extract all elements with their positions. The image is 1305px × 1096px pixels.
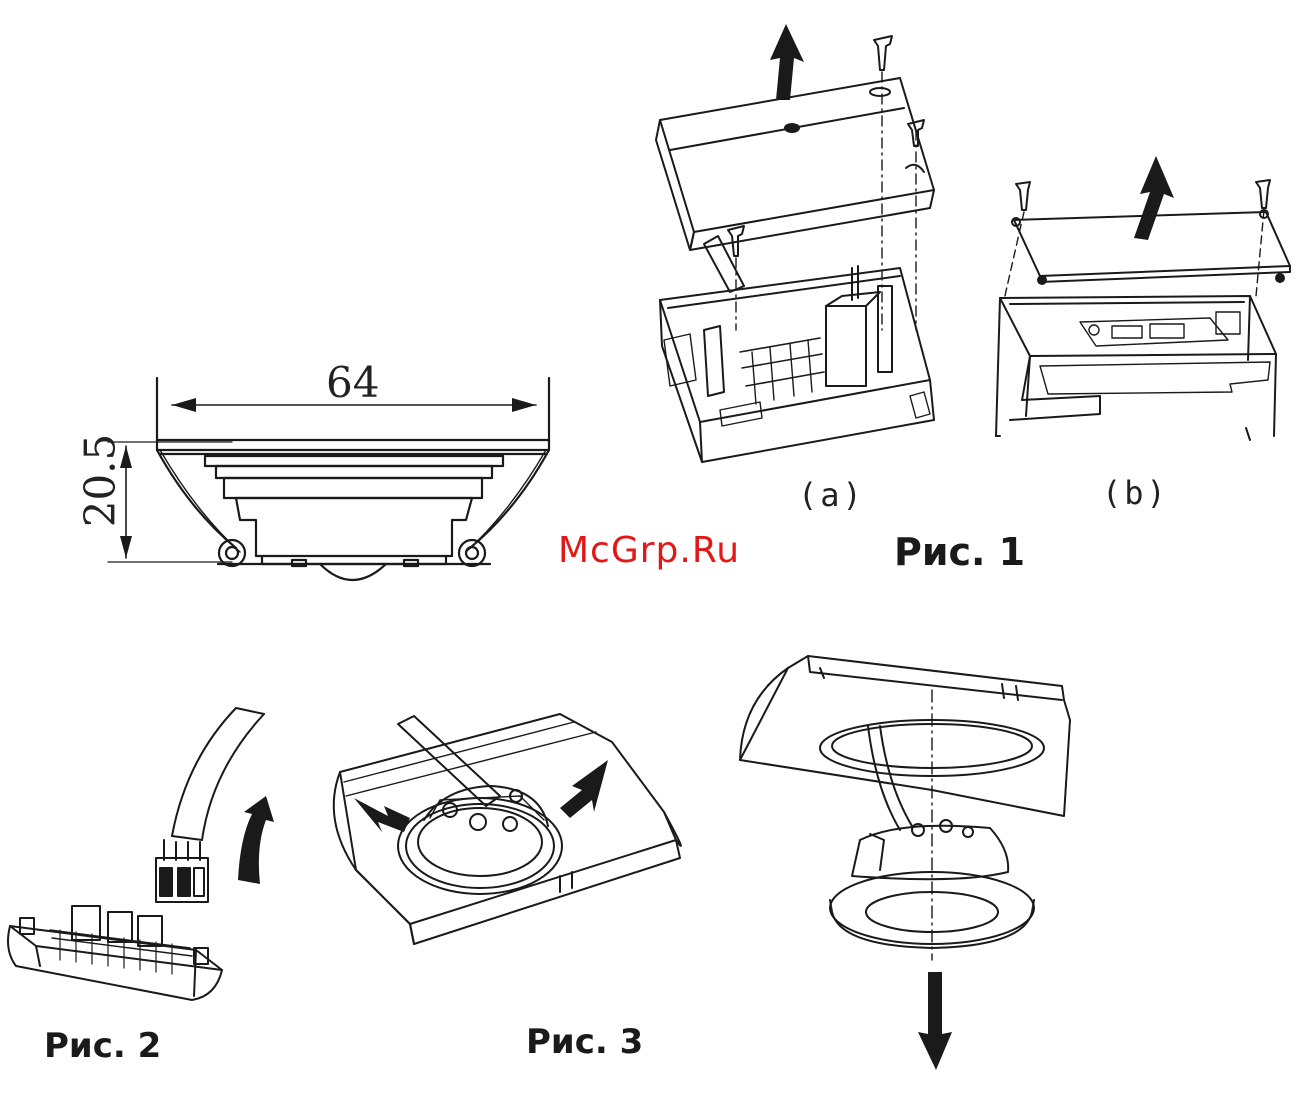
sublabel-a: (a): [798, 476, 865, 514]
sublabel-b: (b): [1102, 474, 1169, 512]
dimension-height-label: 20.5: [76, 433, 125, 529]
watermark-text: McGrp.Ru: [558, 530, 740, 571]
down-arrow-icon: [918, 972, 952, 1070]
dimension-width-label: 64: [326, 358, 379, 407]
fig1-label: Рис. 1: [894, 530, 1025, 574]
fig3-label: Рис. 3: [526, 1022, 643, 1062]
fig2-label: Рис. 2: [44, 1026, 161, 1066]
